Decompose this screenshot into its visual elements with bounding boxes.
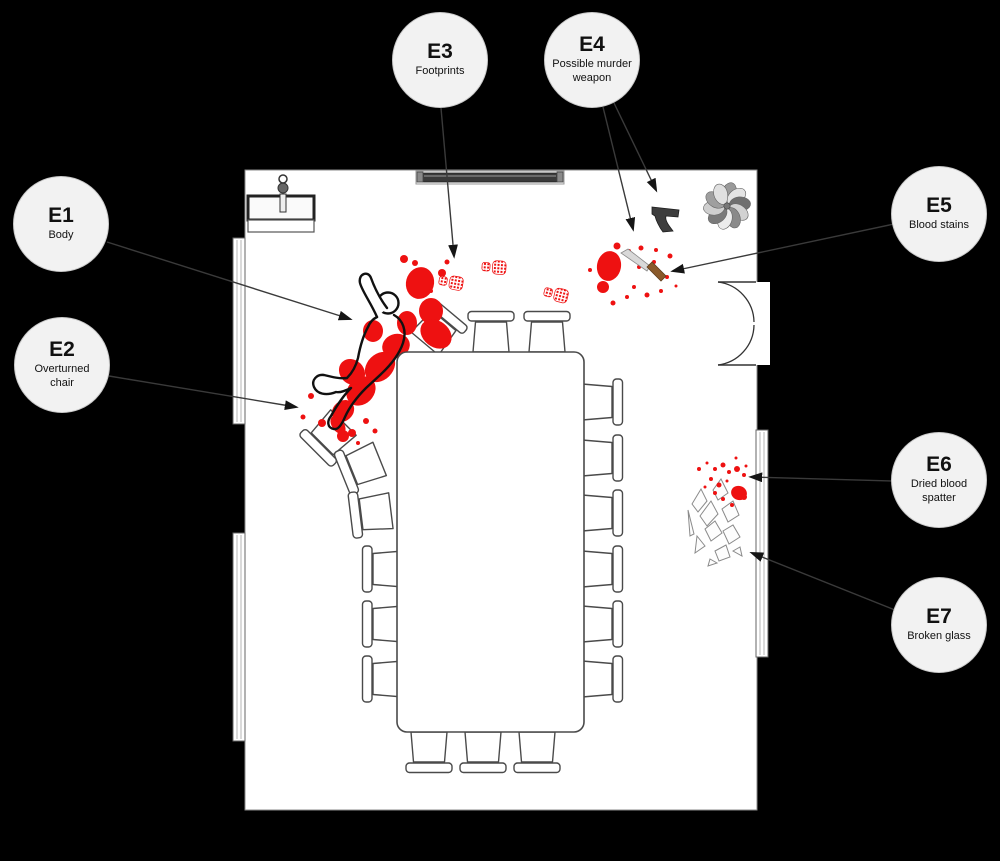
- evidence-badge-e5: E5 Blood stains: [891, 166, 987, 262]
- evidence-label: Possible murder weapon: [552, 58, 632, 85]
- evidence-badge-e3: E3 Footprints: [392, 12, 488, 108]
- evidence-code: E6: [926, 453, 952, 477]
- evidence-badge-e6: E6 Dried blood spatter: [891, 432, 987, 528]
- wall-shelf: [415, 170, 565, 185]
- sink: [246, 174, 316, 233]
- arrow-e3-footprints: [440, 107, 458, 259]
- victim-body-outline: [312, 272, 406, 431]
- evidence-label: Overturned chair: [34, 363, 90, 390]
- evidence-code: E1: [48, 204, 74, 228]
- evidence-label: Dried blood spatter: [910, 478, 968, 505]
- evidence-label: Footprints: [415, 65, 465, 78]
- arrow-e4-knife: [602, 106, 636, 232]
- evidence-badge-e2: E2 Overturned chair: [14, 317, 110, 413]
- potted-plant-icon: [701, 181, 753, 231]
- arrow-e2-overturned-chair: [108, 375, 299, 411]
- evidence-label: Broken glass: [907, 630, 971, 643]
- dining-table: [396, 351, 585, 733]
- evidence-badge-e1: E1 Body: [13, 176, 109, 272]
- arrow-e7-broken-glass: [749, 551, 896, 611]
- broken-glass: [687, 478, 743, 567]
- evidence-badge-e4: E4 Possible murder weapon: [544, 12, 640, 108]
- evidence-code: E7: [926, 605, 952, 629]
- arrow-e6-dried-blood: [748, 472, 893, 483]
- double-door: [717, 281, 770, 366]
- arrow-e5-blood-stains: [670, 223, 895, 274]
- window-left-upper: [232, 237, 246, 425]
- evidence-code: E2: [49, 338, 75, 362]
- evidence-code: E3: [427, 40, 453, 64]
- evidence-code: E5: [926, 194, 952, 218]
- evidence-badge-e7: E7 Broken glass: [891, 577, 987, 673]
- knife-icon: [620, 248, 667, 282]
- window-left-lower: [232, 532, 246, 742]
- arrow-e4-gun: [613, 102, 658, 193]
- handgun-icon: [651, 206, 680, 233]
- evidence-label: Blood stains: [909, 219, 969, 232]
- dried-blood-spatter: [697, 456, 748, 507]
- window-right: [755, 429, 769, 658]
- evidence-label: Body: [48, 229, 74, 242]
- arrow-e1-body: [106, 241, 353, 321]
- evidence-code: E4: [579, 33, 605, 57]
